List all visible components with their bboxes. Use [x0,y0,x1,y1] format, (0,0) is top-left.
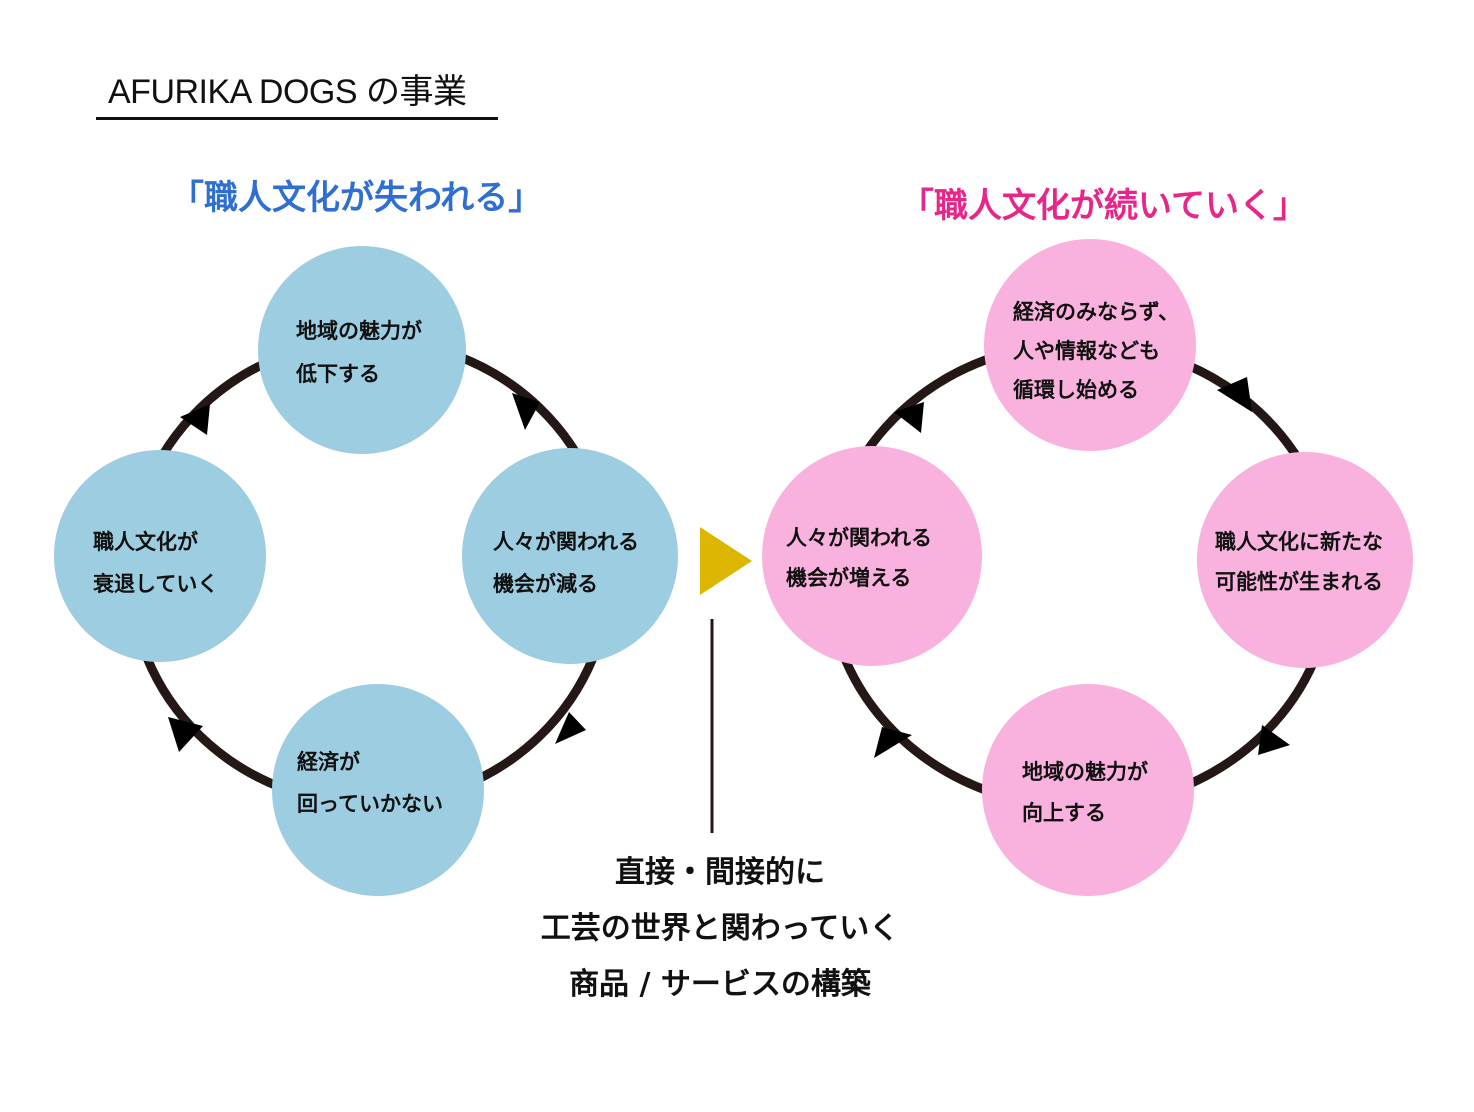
arrow-head-icon [1258,725,1290,755]
transition-caption: 直接・間接的に 工芸の世界と関わっていく 商品 / サービスの構築 [480,845,960,1013]
right-node-left [762,446,982,666]
right-node-top-label: 経済のみならず、 人や情報なども 循環し始める [1013,300,1186,402]
arrow-head-icon [1217,377,1252,412]
right-node-right-label: 職人文化に新たな 可能性が生まれる [1215,530,1390,594]
arrow-head-icon [168,717,203,752]
right-node-bottom-label: 地域の魅力が 向上する [1022,760,1155,825]
left-node-right-label: 人々が関われる 機会が減る [493,530,646,596]
right-node-top [984,239,1196,451]
right-node-right [1197,452,1413,668]
arrow-head-icon [512,393,540,430]
triangle-right-icon [700,527,752,595]
page-title: AFURIKA DOGS の事業 [108,73,467,111]
caption-line: 工芸の世界と関わっていく [540,911,900,946]
caption-line: 商品 / サービスの構築 [569,967,871,1002]
left-node-bottom [272,684,484,896]
right-node-bottom [982,684,1194,896]
left-node-bottom-label: 経済が 回っていかない [297,750,443,816]
right-cycle-heading: 「職人文化が続いていく」 [900,186,1307,226]
right-cycle: 経済のみならず、 人や情報なども 循環し始める 職人文化に新たな 可能性が生まれ… [762,239,1413,896]
arrow-head-icon [894,402,924,433]
arrow-head-icon [874,727,912,758]
left-node-top-label: 地域の魅力が 低下する [295,319,429,386]
caption-line: 直接・間接的に [615,855,825,890]
title-underline [96,117,498,120]
left-node-left [54,450,266,662]
left-node-top [258,246,466,454]
arrow-head-icon [180,404,210,435]
left-cycle-heading: 「職人文化が失われる」 [170,178,543,218]
right-node-left-label: 人々が関われる 機会が増える [786,526,939,590]
left-node-left-label: 職人文化が 衰退していく [93,530,218,596]
left-cycle: 地域の魅力が 低下する 人々が関われる 機会が減る 経済が 回っていかない 職人… [54,246,678,896]
arrow-head-icon [555,712,586,744]
left-node-right [462,448,678,664]
